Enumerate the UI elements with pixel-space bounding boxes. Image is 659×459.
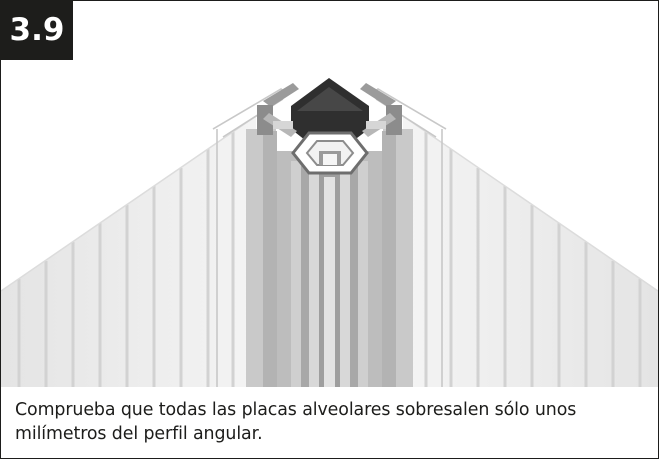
product-photo: [1, 1, 658, 387]
angular-profile-icon: [1, 1, 658, 387]
left-panel-ribs: [17, 132, 235, 387]
step-number-badge: 3.9: [1, 1, 73, 60]
instruction-caption: Comprueba que todas las placas alveolare…: [15, 400, 577, 444]
right-panel-ribs: [424, 132, 642, 387]
angular-profile: [246, 78, 413, 387]
